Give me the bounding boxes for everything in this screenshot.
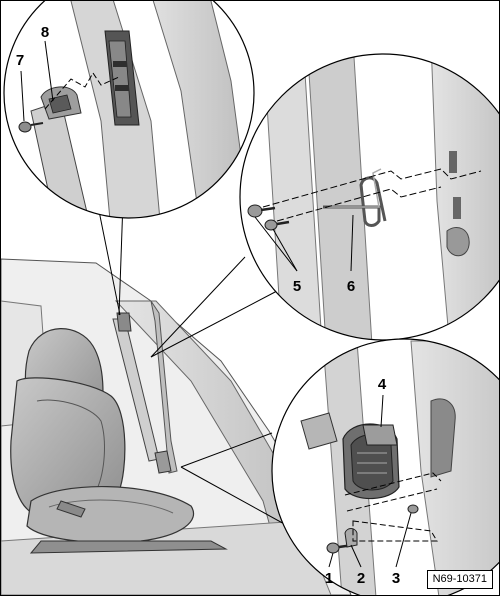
main-seat-belt (56, 312, 172, 518)
callout-4: 4 (378, 376, 387, 393)
callout-2: 2 (357, 570, 365, 587)
callout-7: 7 (16, 52, 24, 69)
callout-6: 6 (347, 278, 355, 295)
callout-leaders (20, 40, 412, 568)
figure-reference-code: N69-10371 (426, 570, 493, 589)
callout-1: 1 (325, 570, 333, 587)
callout-8: 8 (41, 24, 49, 41)
detail-leader-lines (96, 200, 298, 532)
detail-circle-seat-belt-guide (239, 53, 499, 341)
detail-circle-upper-anchor (3, 1, 255, 219)
seat (10, 328, 228, 554)
callout-5: 5 (293, 278, 301, 295)
callout-3: 3 (392, 570, 400, 587)
detail-circle-belt-retractor (271, 338, 499, 595)
